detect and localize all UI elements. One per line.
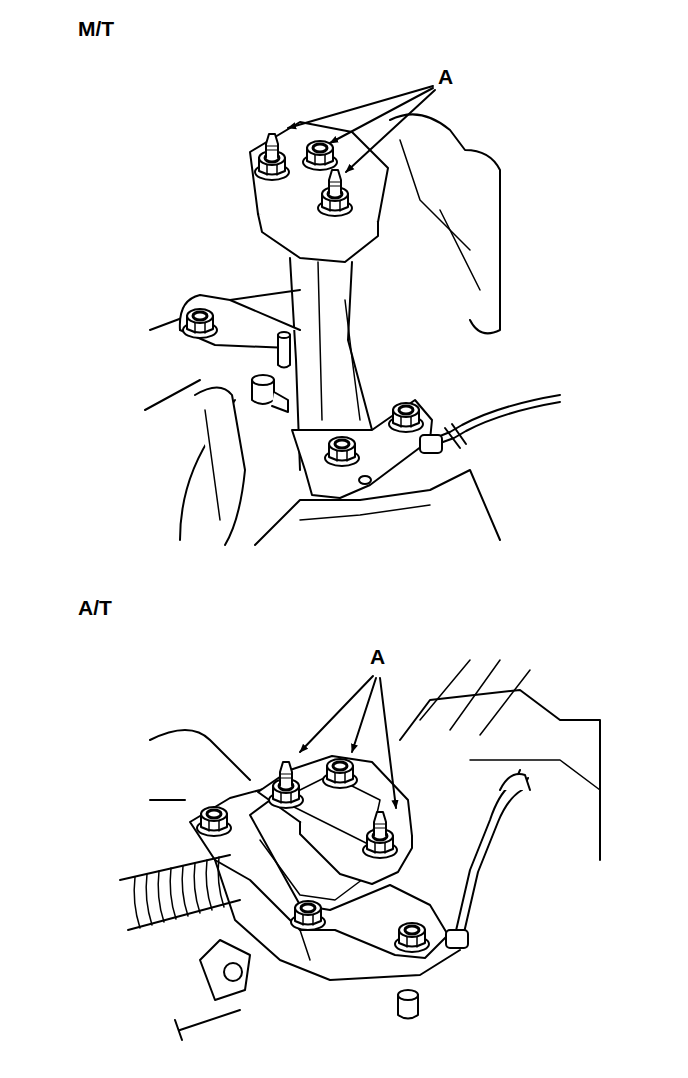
callout-letter: A bbox=[438, 66, 453, 87]
view-title: A/T bbox=[78, 597, 112, 618]
callout-letter: A bbox=[370, 646, 385, 667]
view-title: M/T bbox=[78, 18, 114, 39]
